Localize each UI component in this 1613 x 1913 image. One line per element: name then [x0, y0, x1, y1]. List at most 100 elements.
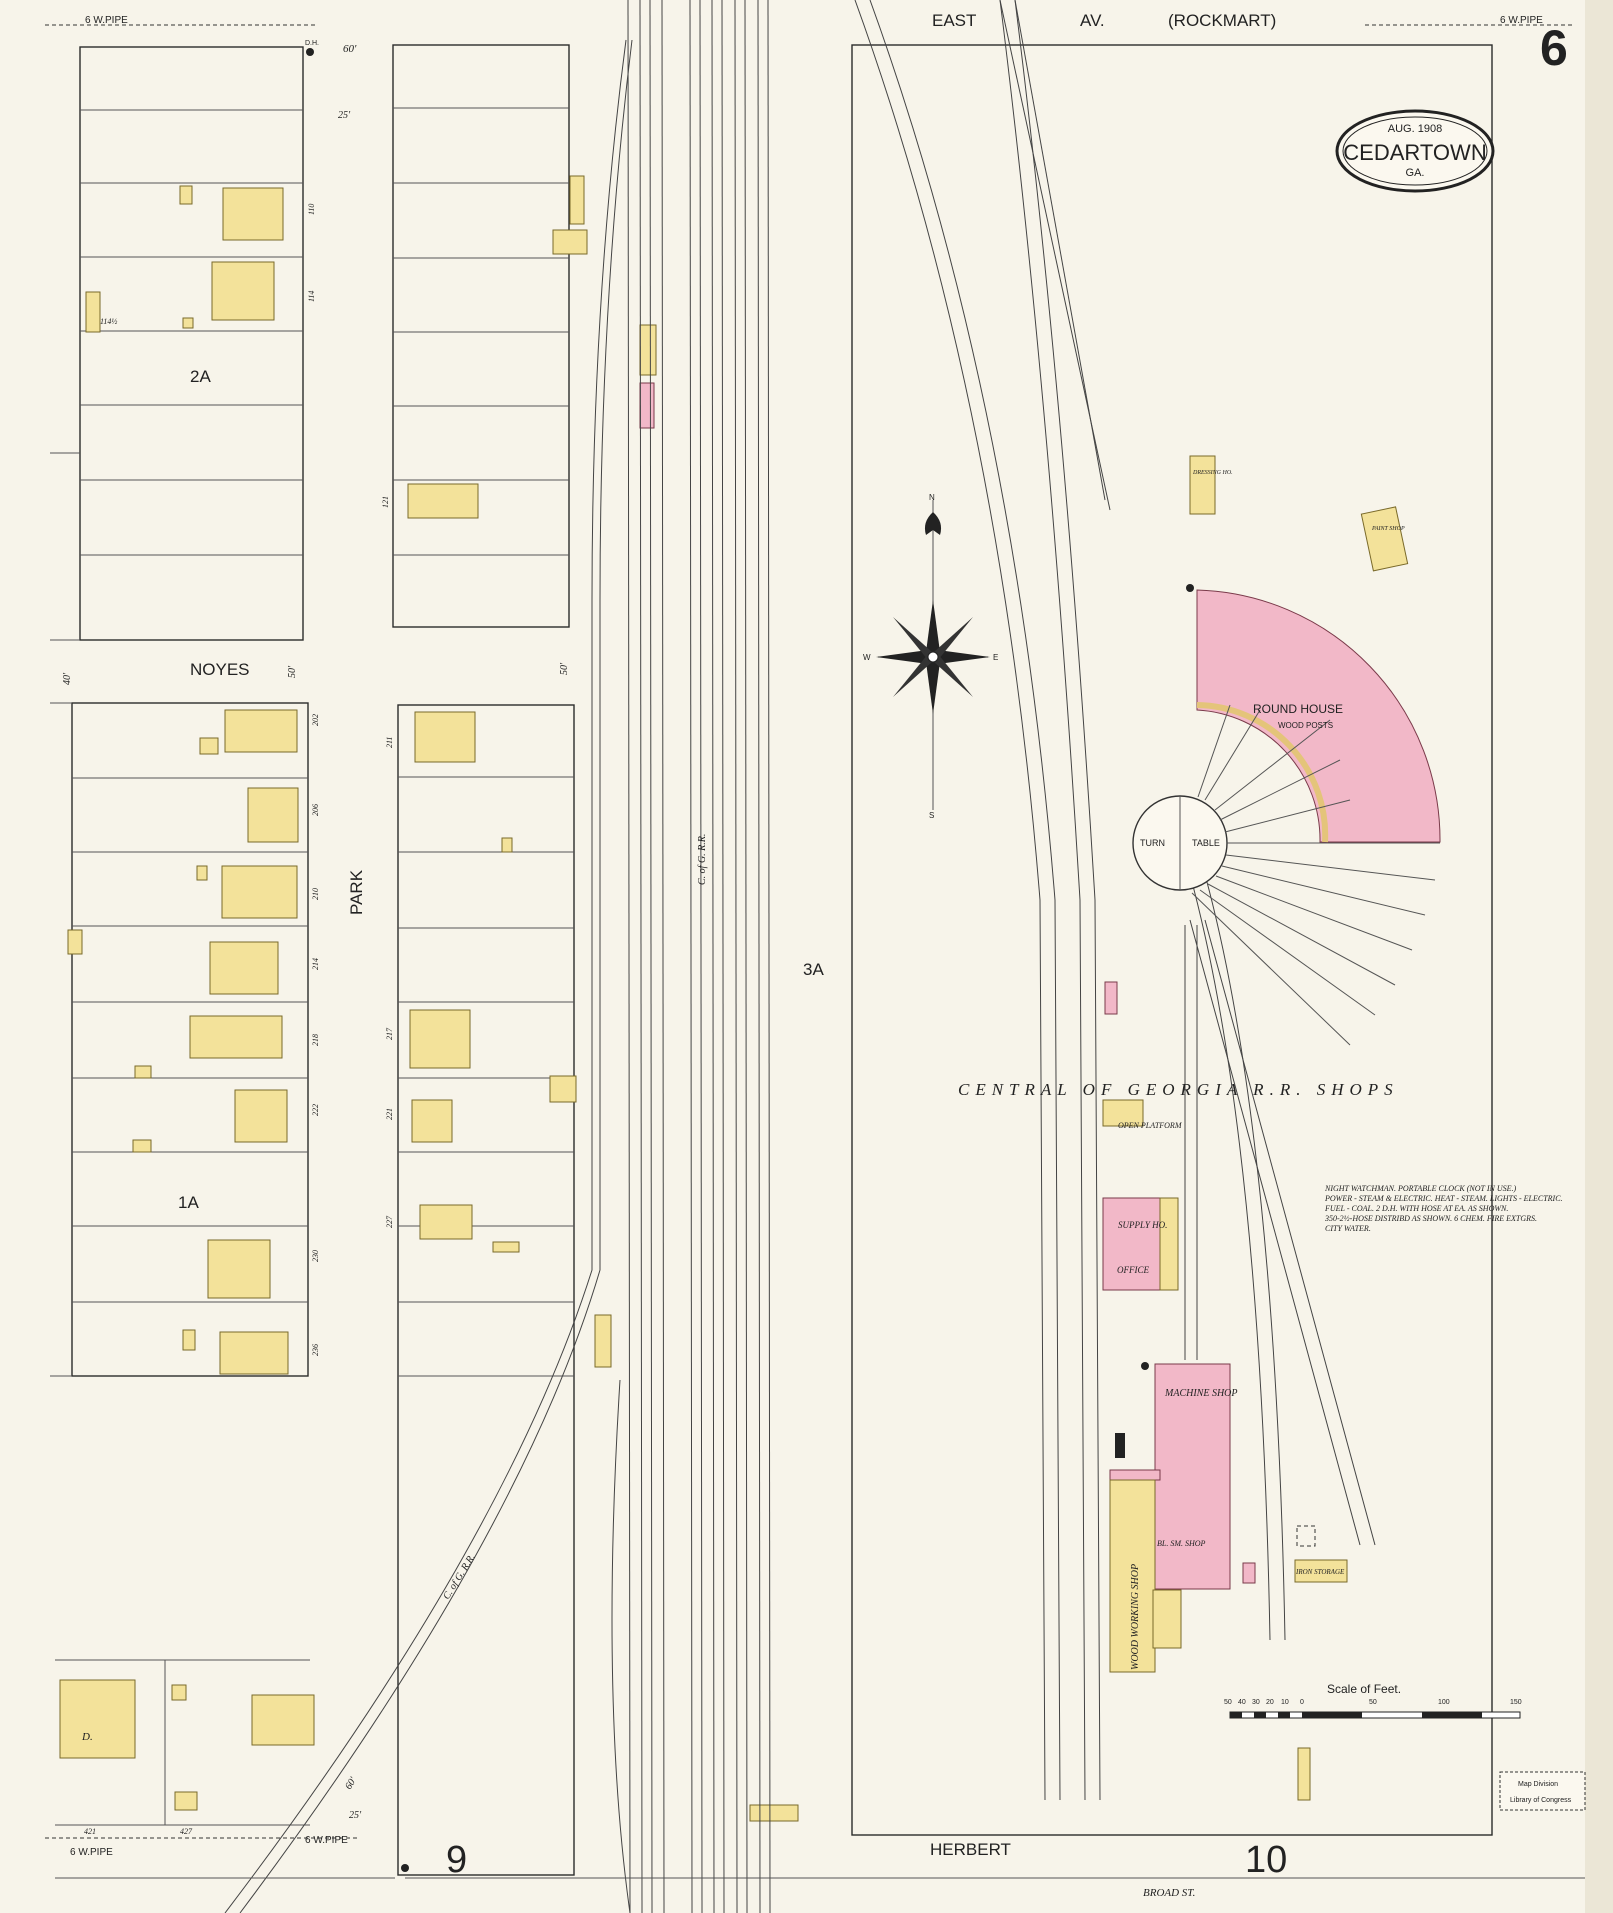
street-herbert: HERBERT: [930, 1840, 1011, 1859]
dwelling: [247, 787, 299, 843]
hydrant: [1186, 584, 1194, 592]
street-av-suffix: AV.: [1080, 11, 1105, 30]
dwelling: [419, 1204, 473, 1240]
wood-working-shop: [1109, 1479, 1156, 1673]
compass-rose: [876, 500, 990, 810]
house-number: 206: [311, 804, 320, 816]
iron-storage-label: IRON STORAGE: [1295, 1568, 1345, 1576]
scale-tick: 30: [1252, 1699, 1260, 1706]
note-line: 350-2½-HOSE DISTRIBD AS SHOWN. 6 CHEM. F…: [1324, 1214, 1537, 1223]
scale-tick: 50: [1369, 1699, 1377, 1706]
compass-e: E: [993, 653, 998, 662]
stamp-line-2: Library of Congress: [1510, 1797, 1572, 1804]
outbuilding: [639, 324, 657, 376]
open-platform: [1102, 1099, 1144, 1127]
c-of-g-label-1: C. of G. R.R.: [697, 834, 708, 885]
dwelling: [414, 711, 476, 763]
dwelling: [409, 1009, 471, 1069]
outbuilding: [749, 1804, 799, 1822]
wood-posts-label: WOOD POSTS: [1278, 721, 1333, 730]
open-platform-label: OPEN PLATFORM: [1118, 1121, 1183, 1130]
street-east-av: EAST: [932, 11, 976, 30]
dwelling: [59, 1679, 136, 1759]
dwelling: [224, 709, 298, 753]
dressing-house-label: DRESSING HO.: [1192, 470, 1233, 476]
wood-working-shop-label: WOOD WORKING SHOP: [1130, 1564, 1141, 1670]
cartouche-town: CEDARTOWN: [1343, 140, 1486, 165]
dim: 50': [287, 665, 298, 678]
shops-title: CENTRAL OF GEORGIA R.R. SHOPS: [958, 1080, 1399, 1099]
house-number: 121: [381, 496, 390, 508]
scale-tick: 0: [1300, 1699, 1304, 1706]
pipe-label-tl: 6 W.PIPE: [85, 15, 128, 26]
hydrant: [306, 48, 314, 56]
house-number: 222: [311, 1104, 320, 1116]
dim: 50': [559, 662, 570, 675]
dwelling: [222, 187, 284, 241]
house-number: 227: [385, 1215, 394, 1228]
adjacent-sheet-9: 9: [446, 1839, 467, 1881]
iron-storage: [1294, 1559, 1348, 1583]
scale-bar: [1229, 1711, 1521, 1719]
library-stamp: [1499, 1771, 1586, 1811]
block-label-2a: 2A: [190, 367, 211, 386]
house-number: 217: [385, 1027, 394, 1040]
scale-tick: 20: [1266, 1699, 1274, 1706]
house-number: 221: [385, 1108, 394, 1120]
yard-tracks: [854, 0, 1376, 1801]
pipe-label-bl: 6 W.PIPE: [70, 1847, 113, 1858]
house-number: 202: [311, 714, 320, 726]
cartouche: [1335, 109, 1495, 193]
stamp-line-1: Map Division: [1518, 1781, 1558, 1788]
scale-tick: 10: [1281, 1699, 1289, 1706]
dim: 25': [349, 1810, 362, 1821]
dwelling: [234, 1089, 288, 1143]
street-rockmart: (ROCKMART): [1168, 11, 1276, 30]
compass-n: N: [929, 493, 935, 502]
turntable-roundhouse: [1132, 589, 1441, 1046]
street-park: PARK: [347, 869, 366, 915]
dim: 60': [343, 43, 357, 55]
supply-house-label: SUPPLY HO.: [1118, 1220, 1167, 1230]
compass-s: S: [929, 811, 934, 820]
hydrant: [401, 1864, 409, 1872]
note-line: FUEL - COAL. 2 D.H. WITH HOSE AT EA. AS …: [1324, 1204, 1508, 1213]
dwelling-label: D.: [81, 1731, 93, 1743]
dwelling: [407, 483, 479, 519]
dwelling: [221, 865, 298, 919]
scale-tick: 50: [1224, 1699, 1232, 1706]
machine-shop-label: MACHINE SHOP: [1164, 1388, 1238, 1399]
house-number: 214: [311, 958, 320, 970]
paper-edge: [1585, 0, 1613, 1913]
block-middle-upper: [392, 44, 588, 628]
machine-shop: [1154, 1363, 1231, 1590]
scale-tick: 100: [1438, 1699, 1450, 1706]
hydrant-label: D.H.: [305, 40, 319, 47]
dwelling: [219, 1331, 289, 1375]
pipe-label-tr: 6 W.PIPE: [1500, 15, 1543, 26]
block-middle-lower: [397, 704, 612, 1876]
round-house-label: ROUND HOUSE: [1253, 702, 1343, 716]
dwelling: [211, 261, 275, 321]
dwelling: [251, 1694, 315, 1746]
street-noyes: NOYES: [190, 660, 250, 679]
house-number: 110: [307, 204, 316, 215]
block-1a: [50, 702, 309, 1377]
shop-buildings: [1102, 455, 1409, 1801]
dim: 25': [338, 110, 351, 121]
house-number: 230: [311, 1250, 320, 1262]
block-label-3a: 3A: [803, 960, 824, 979]
paint-shop: [1360, 506, 1409, 572]
scale-title: Scale of Feet.: [1327, 1682, 1401, 1696]
dressing-house: [1189, 455, 1216, 515]
house-number: 114: [307, 291, 316, 302]
pipe-label-bm: 6 W.PIPE: [305, 1835, 348, 1846]
dim: 40': [62, 672, 73, 685]
street-broad: BROAD ST.: [1143, 1887, 1195, 1899]
round-house: [1196, 589, 1441, 843]
note-line: POWER - STEAM & ELECTRIC. HEAT - STEAM. …: [1324, 1194, 1563, 1203]
scale-tick: 40: [1238, 1699, 1246, 1706]
compass-w: W: [863, 653, 871, 662]
block-bottom-left: [55, 1659, 315, 1826]
